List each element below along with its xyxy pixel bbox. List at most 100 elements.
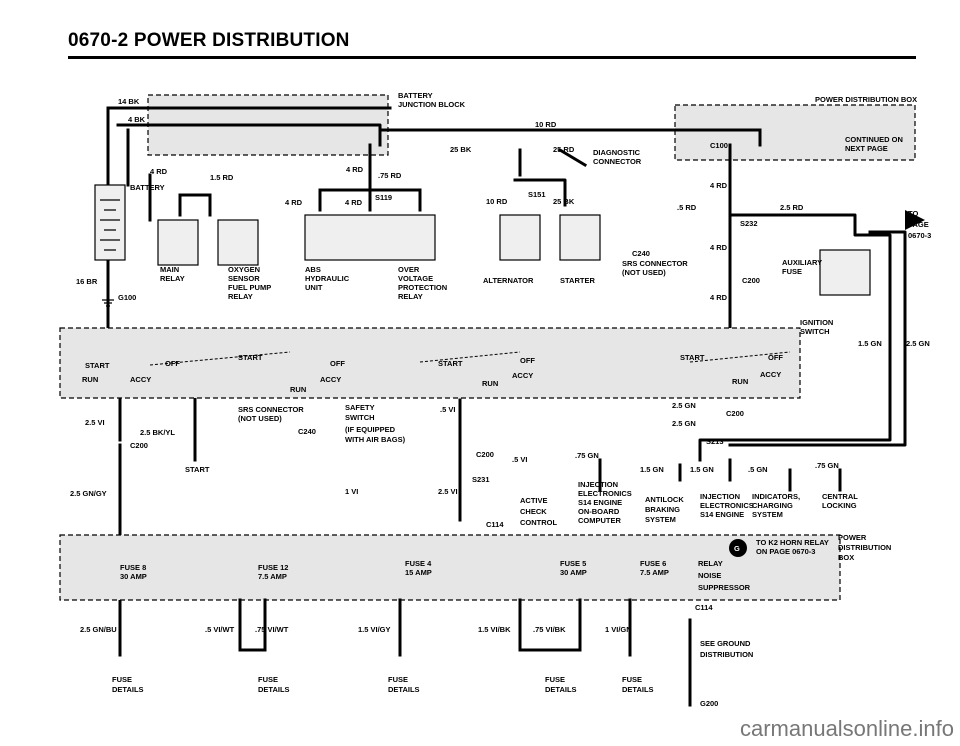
svg-text:30 AMP: 30 AMP: [560, 568, 587, 577]
svg-text:2.5 GN: 2.5 GN: [672, 419, 696, 428]
svg-text:C200: C200: [476, 450, 494, 459]
svg-text:FUSE 6: FUSE 6: [640, 559, 666, 568]
svg-text:ANTILOCK: ANTILOCK: [645, 495, 684, 504]
svg-text:RELAY: RELAY: [698, 559, 723, 568]
svg-text:4 RD: 4 RD: [710, 243, 728, 252]
page-title: 0670-2 POWER DISTRIBUTION: [68, 30, 350, 51]
svg-text:NOISE: NOISE: [698, 571, 721, 580]
connector-g-icon: [729, 539, 747, 557]
fuse-box-frame: [59, 534, 841, 601]
ignition-switch-box: [59, 327, 801, 399]
svg-text:C200: C200: [742, 276, 760, 285]
svg-text:ACCY: ACCY: [760, 370, 781, 379]
svg-text:RUN: RUN: [732, 377, 748, 386]
svg-text:1.5 VI/BK: 1.5 VI/BK: [478, 625, 511, 634]
svg-text:S231: S231: [472, 475, 490, 484]
svg-text:.5 GN: .5 GN: [748, 465, 768, 474]
svg-text:10 RD: 10 RD: [486, 197, 508, 206]
svg-text:.5 RD: .5 RD: [677, 203, 697, 212]
svg-text:LOCKING: LOCKING: [822, 501, 857, 510]
svg-text:7.5 AMP: 7.5 AMP: [640, 568, 669, 577]
component-boxes: [157, 214, 871, 296]
wire-a: [728, 230, 907, 447]
svg-text:RELAY: RELAY: [228, 292, 253, 301]
battery-cells-icon: [100, 199, 120, 251]
svg-text:16 BR: 16 BR: [76, 277, 98, 286]
svg-text:.75 GN: .75 GN: [575, 451, 599, 460]
svg-text:S151: S151: [528, 190, 546, 199]
svg-text:DISTRIBUTION: DISTRIBUTION: [838, 543, 891, 552]
svg-text:ACCY: ACCY: [130, 375, 151, 384]
svg-text:ON-BOARD: ON-BOARD: [578, 507, 620, 516]
svg-text:INDICATORS,: INDICATORS,: [752, 492, 800, 501]
svg-text:2.5 VI: 2.5 VI: [85, 418, 105, 427]
svg-text:2.5 GN: 2.5 GN: [906, 339, 930, 348]
svg-text:SAFETY: SAFETY: [345, 403, 375, 412]
svg-text:1 VI: 1 VI: [345, 487, 358, 496]
svg-text:SENSOR: SENSOR: [228, 274, 260, 283]
svg-text:C240: C240: [632, 249, 650, 258]
svg-text:OFF: OFF: [165, 359, 180, 368]
svg-text:FUSE 12: FUSE 12: [258, 563, 288, 572]
svg-text:SUPPRESSOR: SUPPRESSOR: [698, 583, 751, 592]
title-rule: [68, 56, 916, 59]
svg-text:.75 VI/WT: .75 VI/WT: [255, 625, 289, 634]
svg-text:G200: G200: [700, 699, 718, 708]
svg-text:SRS CONNECTOR: SRS CONNECTOR: [238, 405, 304, 414]
svg-text:START: START: [238, 353, 263, 362]
svg-text:4 BK: 4 BK: [128, 115, 146, 124]
svg-text:.75 RD: .75 RD: [378, 171, 402, 180]
wire-fuse12: [238, 598, 267, 652]
svg-text:C200: C200: [130, 441, 148, 450]
svg-text:4 RD: 4 RD: [710, 293, 728, 302]
svg-text:4 RD: 4 RD: [346, 165, 364, 174]
svg-text:(NOT USED): (NOT USED): [622, 268, 666, 277]
svg-text:DETAILS: DETAILS: [388, 685, 420, 694]
svg-text:START: START: [680, 353, 705, 362]
svg-text:14 BK: 14 BK: [118, 97, 140, 106]
power-distribution-box-top: [674, 104, 916, 161]
svg-text:MAIN: MAIN: [160, 265, 179, 274]
svg-text:ACCY: ACCY: [512, 371, 533, 380]
svg-text:FUSE: FUSE: [388, 675, 408, 684]
svg-text:25 BK: 25 BK: [553, 197, 575, 206]
svg-text:FUSE: FUSE: [258, 675, 278, 684]
svg-text:G100: G100: [118, 293, 136, 302]
svg-text:CONTROL: CONTROL: [520, 518, 557, 527]
svg-text:ABS: ABS: [305, 265, 321, 274]
svg-text:OFF: OFF: [768, 353, 783, 362]
svg-text:2.5 GN: 2.5 GN: [672, 401, 696, 410]
svg-text:INJECTION: INJECTION: [578, 480, 618, 489]
svg-text:10 RD: 10 RD: [535, 120, 557, 129]
svg-text:G: G: [734, 544, 740, 553]
svg-text:ELECTRONICS: ELECTRONICS: [578, 489, 632, 498]
wire-abs: [318, 143, 422, 212]
svg-text:S119: S119: [375, 193, 392, 202]
svg-text:ACCY: ACCY: [320, 375, 341, 384]
svg-text:.5 VI: .5 VI: [440, 405, 455, 414]
svg-text:.75 GN: .75 GN: [815, 461, 839, 470]
svg-text:25 RD: 25 RD: [553, 145, 575, 154]
svg-text:STARTER: STARTER: [560, 276, 595, 285]
svg-text:.75 VI/BK: .75 VI/BK: [533, 625, 566, 634]
svg-text:NEXT PAGE: NEXT PAGE: [845, 144, 888, 153]
connector-a-icon: [905, 210, 925, 230]
wire-diag: [557, 147, 588, 168]
svg-text:BOX: BOX: [838, 553, 854, 562]
svg-text:DISTRIBUTION: DISTRIBUTION: [700, 650, 753, 659]
svg-text:ON PAGE 0670-3: ON PAGE 0670-3: [756, 547, 815, 556]
wire-pdb: [728, 128, 762, 332]
svg-text:CENTRAL: CENTRAL: [822, 492, 858, 501]
svg-text:ACTIVE: ACTIVE: [520, 496, 548, 505]
svg-text:START: START: [438, 359, 463, 368]
svg-text:DETAILS: DETAILS: [112, 685, 144, 694]
svg-text:DETAILS: DETAILS: [258, 685, 290, 694]
svg-text:COMPUTER: COMPUTER: [578, 516, 622, 525]
ground-g100-icon: [102, 260, 114, 307]
svg-text:FUSE: FUSE: [782, 267, 802, 276]
svg-text:(NOT USED): (NOT USED): [238, 414, 282, 423]
svg-text:OVER: OVER: [398, 265, 420, 274]
svg-text:15 AMP: 15 AMP: [405, 568, 432, 577]
wire-gn: [678, 458, 842, 492]
